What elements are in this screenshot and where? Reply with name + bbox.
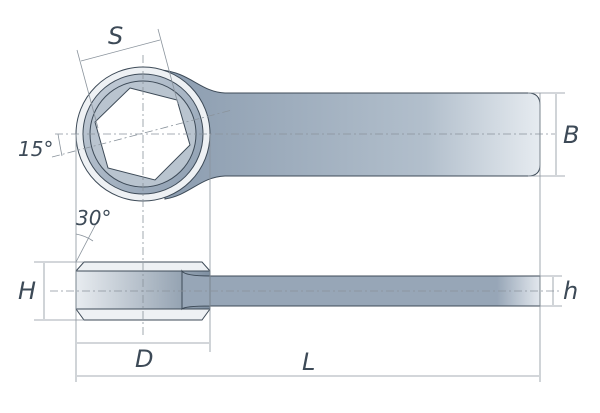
dimension-label-d: D [135, 345, 154, 373]
angle-label-30: 30° [76, 206, 112, 230]
dimension-label-s: S [108, 22, 124, 50]
handle-top-view [159, 69, 541, 200]
dimension-label-b: B [563, 121, 580, 149]
angle-label-15: 15° [18, 137, 54, 161]
dimension-label-l: L [302, 348, 316, 376]
dimension-label-h-lower: h [563, 277, 579, 305]
dimension-label-h-upper: H [18, 277, 37, 305]
